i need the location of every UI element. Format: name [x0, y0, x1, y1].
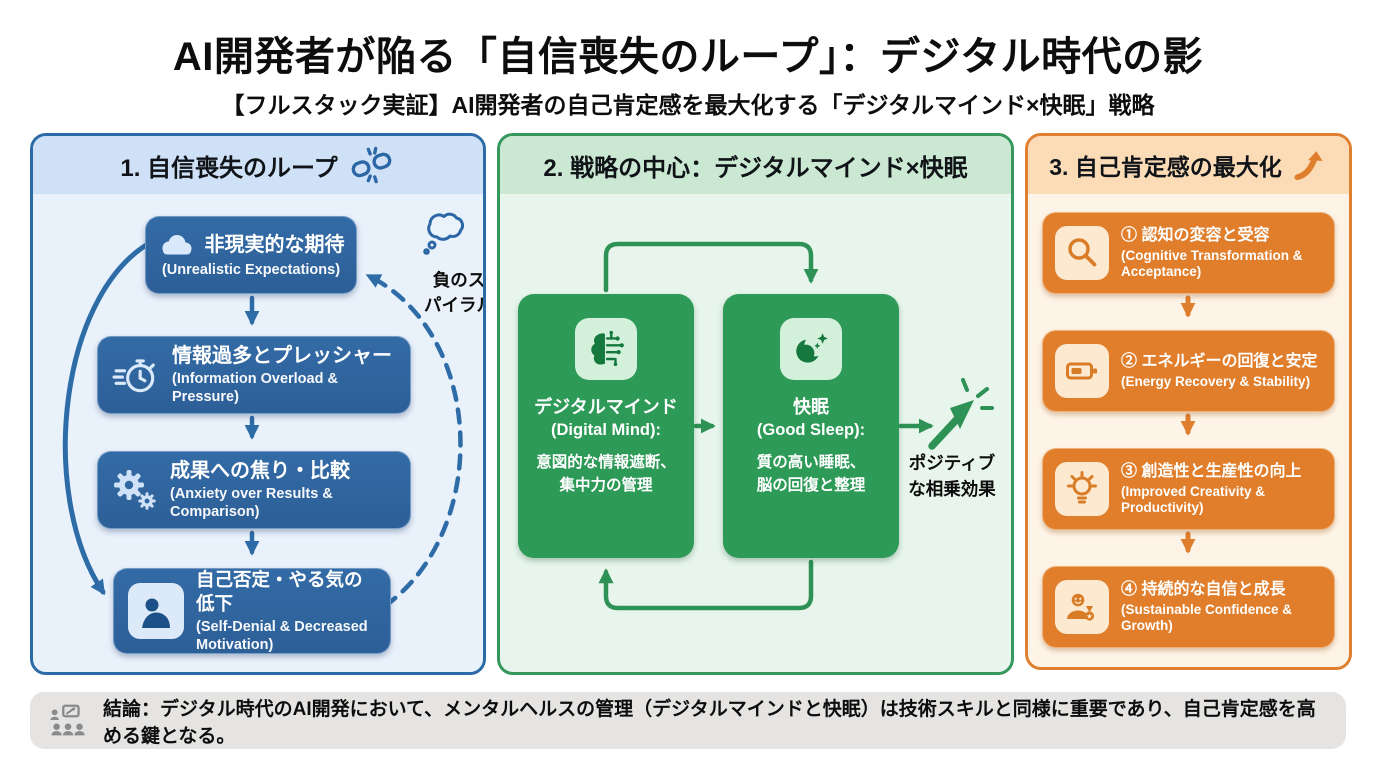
broken-chain-icon	[351, 146, 391, 184]
medal-person-icon	[1055, 580, 1109, 634]
step-en-label: (Sustainable Confidence & Growth)	[1121, 601, 1293, 634]
people-presentation-icon	[50, 704, 85, 735]
step-jp-label: 自己否定・やる気の低下	[196, 569, 363, 614]
step-en-label: (Cognitive Transformation & Acceptance)	[1121, 247, 1303, 280]
step-sustainable-confidence: ④ 持続的な自信と成長 (Sustainable Confidence & Gr…	[1042, 566, 1335, 648]
panel3-header: 3. 自己肯定感の最大化	[1028, 136, 1349, 194]
step-en-label: (Improved Creativity & Productivity)	[1121, 483, 1266, 516]
step-jp-label: ① 認知の変容と受容	[1121, 226, 1270, 244]
panel3-title: 3. 自己肯定感の最大化	[1049, 154, 1282, 180]
panel-strategy-core: 2. 戦略の中心：デジタルマインド×快眠	[497, 133, 1014, 675]
negative-spiral-dashed-arrow	[365, 273, 463, 609]
card-desc: 意図的な情報遮断、 集中力の管理	[536, 454, 676, 494]
step-cognitive-transformation: ① 認知の変容と受容 (Cognitive Transformation & A…	[1042, 212, 1335, 294]
step-jp-label: 非現実的な期待	[204, 233, 345, 256]
negative-spiral-label: 負のス パイラル	[424, 270, 486, 315]
step-jp-label: ④ 持続的な自信と成長	[1121, 580, 1286, 598]
step-jp-label: 成果への焦り・比較	[170, 460, 350, 482]
card-digital-mind: デジタルマインド (Digital Mind): 意図的な情報遮断、 集中力の管…	[518, 294, 694, 558]
step-creativity-productivity: ③ 創造性と生産性の向上 (Improved Creativity & Prod…	[1042, 448, 1335, 530]
panel2-header: 2. 戦略の中心：デジタルマインド×快眠	[500, 136, 1011, 194]
step-anxiety-comparison: 成果への焦り・比較 (Anxiety over Results & Compar…	[97, 451, 411, 529]
card-desc: 質の高い睡眠、 脳の回復と整理	[756, 454, 866, 494]
magnifier-icon	[1055, 226, 1109, 280]
loop-arrow-down-left	[62, 235, 162, 596]
card-jp-label: 快眠	[793, 397, 829, 417]
brain-circuit-icon	[575, 318, 637, 380]
conclusion-text: 結論：デジタル時代のAI開発において、メンタルヘルスの管理（デジタルマインドと快…	[103, 698, 1316, 747]
page-subtitle: 【フルスタック実証】AI開発者の自己肯定感を最大化する「デジタルマインド×快眠」…	[221, 92, 1155, 118]
card-good-sleep: 快眠 (Good Sleep): 質の高い睡眠、 脳の回復と整理	[723, 294, 899, 558]
step-en-label: (Self-Denial & Decreased Motivation)	[196, 619, 368, 653]
trend-up-arrow-icon	[1294, 150, 1323, 180]
step-jp-label: 情報過多とプレッシャー	[172, 345, 392, 367]
panel-self-esteem-max: 3. 自己肯定感の最大化	[1025, 133, 1352, 670]
cycle-bottom-arrow	[598, 559, 814, 611]
card-en-label: (Digital Mind):	[551, 421, 661, 439]
moon-stars-icon	[780, 318, 842, 380]
step-information-overload: 情報過多とプレッシャー (Information Overload & Pres…	[97, 336, 411, 414]
step-en-label: (Energy Recovery & Stability)	[1121, 373, 1311, 389]
step-en-label: (Unrealistic Expectations)	[161, 261, 341, 278]
panel3-body: ① 認知の変容と受容 (Cognitive Transformation & A…	[1028, 194, 1349, 667]
cloud-icon	[162, 234, 191, 254]
page-title: AI開発者が陥る「自信喪失のループ」：デジタル時代の影	[172, 35, 1204, 79]
thought-bubble-icon	[421, 206, 479, 263]
step-unrealistic-expectations: 非現実的な期待 (Unrealistic Expectations)	[145, 216, 357, 294]
bulb-icon	[1055, 462, 1109, 516]
step-jp-label: ③ 創造性と生産性の向上	[1121, 462, 1302, 480]
battery-icon	[1055, 344, 1109, 398]
synergy-label: ポジティブ な相乗効果	[908, 453, 996, 499]
panel1-header: 1. 自信喪失のループ	[33, 136, 483, 194]
card-jp-label: デジタルマインド	[534, 397, 678, 417]
panel-confidence-loss-loop: 1. 自信喪失のループ	[30, 133, 486, 675]
card-en-label: (Good Sleep):	[756, 421, 866, 439]
step-en-label: (Information Overload & Pressure)	[172, 371, 338, 405]
conclusion-bar: 結論：デジタル時代のAI開発において、メンタルヘルスの管理（デジタルマインドと快…	[30, 692, 1346, 749]
sparkle-arrow-icon	[928, 378, 994, 450]
step-energy-recovery: ② エネルギーの回復と安定 (Energy Recovery & Stabili…	[1042, 330, 1335, 412]
cycle-top-arrow	[603, 241, 819, 293]
stopwatch-icon	[112, 359, 155, 393]
panel1-title: 1. 自信喪失のループ	[120, 154, 338, 182]
person-down-icon	[128, 583, 184, 639]
panel2-title: 2. 戦略の中心：デジタルマインド×快眠	[543, 154, 968, 182]
panel2-body: デジタルマインド (Digital Mind): 意図的な情報遮断、 集中力の管…	[500, 194, 1011, 672]
step-en-label: (Anxiety over Results & Comparison)	[170, 486, 333, 520]
step-jp-label: ② エネルギーの回復と安定	[1121, 352, 1318, 370]
step-self-denial: 自己否定・やる気の低下 (Self-Denial & Decreased Mot…	[113, 568, 391, 654]
panel1-body: 非現実的な期待 (Unrealistic Expectations) 情報	[33, 194, 483, 672]
gears-icon	[114, 470, 156, 510]
